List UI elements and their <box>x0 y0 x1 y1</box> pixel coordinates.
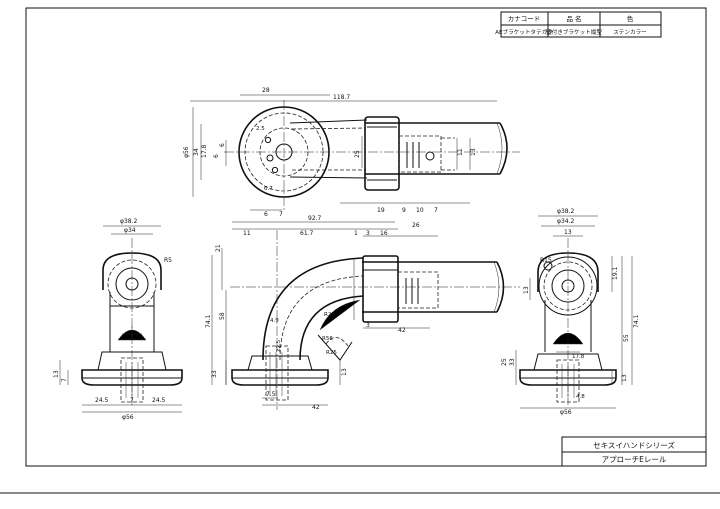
front-dim-11: 11 <box>243 230 251 237</box>
front-dim-74-1: 74.1 <box>205 314 212 328</box>
right-dim-13b: 13 <box>523 286 530 294</box>
top-view: 28 118.7 φ56 34 17.8 6 6 25 2.5 6.7 13 1… <box>183 87 520 218</box>
front-dim-58: 58 <box>219 312 226 320</box>
top-dim-7b: 7 <box>279 211 283 218</box>
front-dim-21: 21 <box>215 244 222 252</box>
right-dim-4-8: 4.8 <box>576 394 585 400</box>
top-dim-6-7: 6.7 <box>264 186 273 192</box>
front-dim-16: 16 <box>380 230 388 237</box>
top-dim-17-8: 17.8 <box>201 144 208 158</box>
front-dim-3b: 3 <box>366 322 370 329</box>
top-dim-19: 19 <box>377 207 385 214</box>
front-dim-13: 13 <box>341 368 348 376</box>
title-color-value: ステンカラー <box>613 29 647 36</box>
title-header-name: 品 名 <box>566 14 581 23</box>
front-dim-7-5: 7.5 <box>266 391 276 398</box>
title-block: カナコード 品 名 色 AEブラケットタテガタ 壁付きブラケット縦型 ステンカラ… <box>495 11 662 38</box>
title-code-value: AEブラケットタテガタ <box>495 28 553 36</box>
product-name: アプローチEレール <box>602 455 667 464</box>
front-dim-r25a: R25 <box>324 312 335 318</box>
left-dim-phi56: φ56 <box>122 414 134 421</box>
top-dim-34: 34 <box>193 148 200 156</box>
right-dim-r15: R15 <box>540 257 552 264</box>
front-dim-42b: 42 <box>312 404 320 411</box>
left-dim-24-5b: 24.5 <box>152 397 166 404</box>
top-dim-25: 25 <box>354 150 361 158</box>
title-name-value: 壁付きブラケット縦型 <box>546 28 602 36</box>
top-dim-28: 28 <box>262 87 270 94</box>
front-dim-r56: R56 <box>322 336 333 342</box>
right-view: φ38.2 φ34.2 13 R15 19.1 13 55 74.1 17.8 … <box>501 208 640 416</box>
left-dim-phi34: φ34 <box>124 227 136 234</box>
left-view: φ38.2 φ34 R5 13 7 24.5 7 24.5 φ56 <box>53 218 183 421</box>
front-dim-92-7: 92.7 <box>308 215 322 222</box>
title-header-code: カナコード <box>508 15 541 23</box>
right-dim-33: 33 <box>509 358 516 366</box>
right-dim-phi56: φ56 <box>560 409 572 416</box>
left-dim-phi38-2: φ38.2 <box>120 218 138 225</box>
front-dim-3a: 3 <box>366 230 370 237</box>
top-dim-6c: 6 <box>264 211 268 218</box>
top-dim-118-7: 118.7 <box>333 94 350 101</box>
front-dim-22-5: 22.5 <box>276 339 282 352</box>
front-dim-61-7: 61.7 <box>300 230 314 237</box>
right-dim-17-8: 17.8 <box>572 354 585 360</box>
left-dim-r5: R5 <box>164 257 172 264</box>
right-dim-74-1: 74.1 <box>633 314 640 328</box>
right-dim-phi34-2: φ34.2 <box>557 218 575 225</box>
front-dim-42a: 42 <box>398 327 406 334</box>
right-dim-13c: 13 <box>621 374 628 382</box>
top-dim-9: 9 <box>402 207 406 214</box>
front-view: 92.7 11 61.7 1 3 16 26 21 58 74.1 4.9 R2… <box>205 215 520 411</box>
top-dim-7a: 7 <box>434 207 438 214</box>
front-dim-26: 26 <box>412 222 420 229</box>
front-dim-33: 33 <box>211 370 218 378</box>
front-dim-1: 1 <box>354 230 358 237</box>
top-dim-10: 10 <box>416 207 424 214</box>
front-dim-r25b: R25 <box>326 350 337 356</box>
sheet-border <box>25 7 707 467</box>
top-dim-6a: 6 <box>213 154 220 158</box>
series-name: セキスイハンドシリーズ <box>593 440 675 450</box>
right-dim-55: 55 <box>623 334 630 342</box>
top-dim-2-5: 2.5 <box>256 126 265 132</box>
product-label-box: セキスイハンドシリーズ アプローチEレール <box>561 436 707 467</box>
left-dim-24-5a: 24.5 <box>95 397 109 404</box>
right-dim-25: 25 <box>501 358 508 366</box>
top-dim-6b: 6 <box>219 143 226 147</box>
right-dim-19-1: 19.1 <box>612 266 619 280</box>
right-dim-13a: 13 <box>564 229 572 236</box>
left-dim-7: 7 <box>61 378 68 382</box>
top-dim-11: 11 <box>457 148 464 156</box>
title-header-color: 色 <box>627 14 634 23</box>
left-dim-13: 13 <box>53 370 60 378</box>
right-dim-phi38-2: φ38.2 <box>557 208 575 215</box>
top-dim-phi56: φ56 <box>183 146 190 158</box>
top-dim-13: 13 <box>470 148 477 156</box>
front-dim-4-9: 4.9 <box>270 318 279 324</box>
left-dim-7b: 7 <box>130 397 134 404</box>
